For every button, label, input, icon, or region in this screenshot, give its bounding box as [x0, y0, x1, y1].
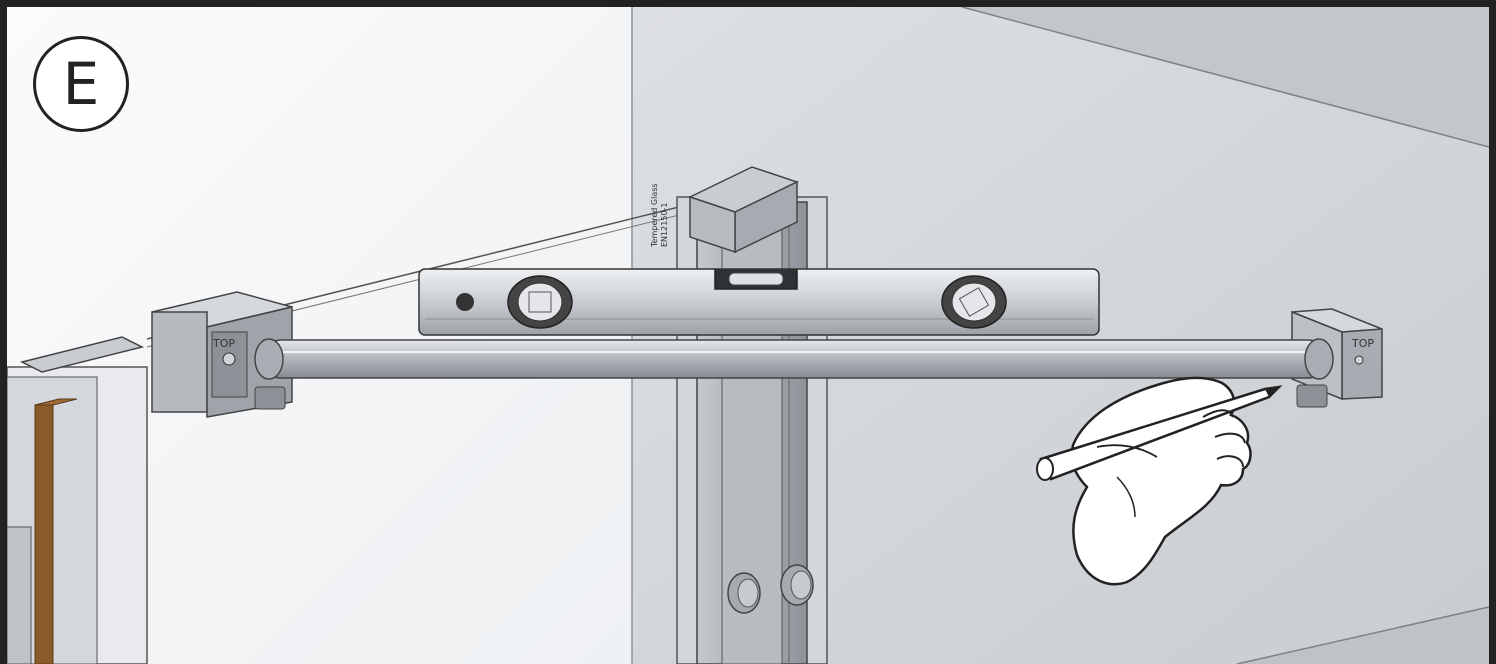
left-wall-bracket: TOP — [151, 291, 293, 418]
glass-marking-line1: Tempered Glass — [650, 183, 659, 248]
spirit-level-icon — [418, 268, 1100, 336]
step-letter-badge: E — [33, 36, 129, 132]
stabiliser-bar — [254, 338, 1334, 380]
door-knobs — [727, 564, 814, 614]
left-door-profile — [7, 336, 148, 664]
glass-marking-line2: EN12150-1 — [660, 203, 669, 247]
right-bracket-label: TOP — [1351, 337, 1374, 350]
assembly-scene: Tempered Glass EN12150-1 — [7, 7, 1489, 664]
left-bracket-label: TOP — [212, 337, 235, 350]
hand-with-pencil-icon — [1036, 376, 1283, 586]
